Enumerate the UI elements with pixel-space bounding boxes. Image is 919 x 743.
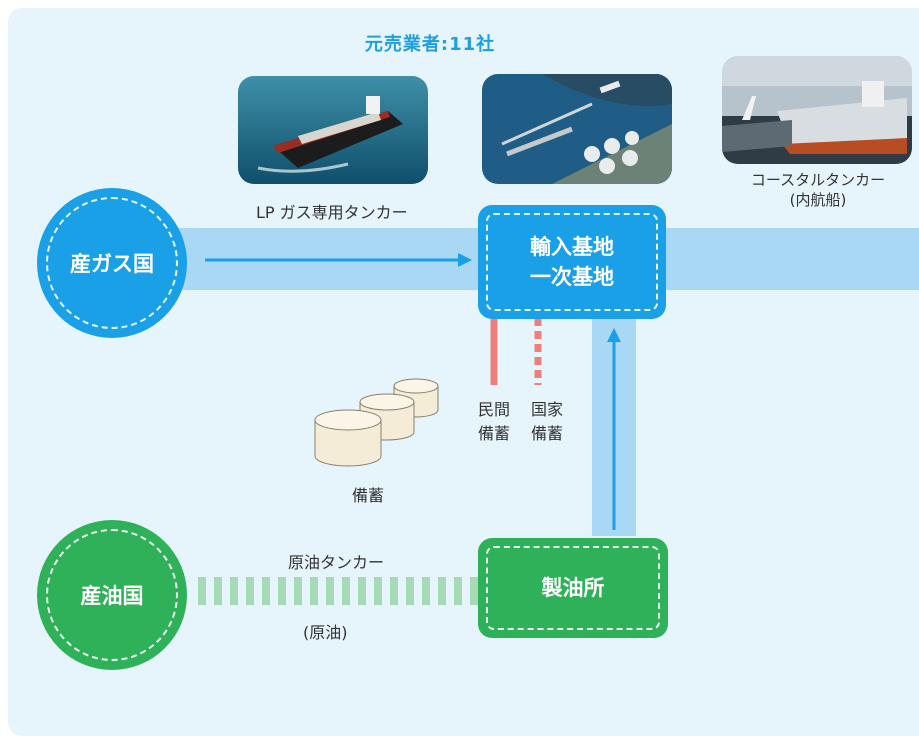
refinery-label: 製油所 [541,576,605,600]
crude-tanker-label: 原油タンカー [288,553,385,572]
oil-country-label: 産油国 [80,584,144,608]
coastal-tanker-photo [722,56,912,164]
diagram-title: 元売業者:11社 [364,34,496,55]
national-reserve-label-line2: 備蓄 [530,424,563,443]
private-reserve-label: 民間 備蓄 [466,398,522,446]
storage-label: 備蓄 [352,486,385,505]
crude-oil-note: (原油) [303,623,348,642]
refinery-import-arrowhead [607,328,621,342]
private-reserve-label-line1: 民間 [477,400,510,419]
import-terminal-photo [482,74,672,184]
gas-producing-country: 産ガス国 [37,188,187,338]
coastal-tanker-label-line1: コースタルタンカー [750,171,886,189]
coastal-tanker-label: コースタルタンカー (内航船) [727,170,909,210]
gas-country-label: 産ガス国 [70,252,154,276]
oil-producing-country: 産油国 [37,520,187,670]
national-reserve-label: 国家 備蓄 [519,398,575,446]
national-reserve-label-line1: 国家 [530,400,563,419]
private-reserve-label-line2: 備蓄 [477,424,510,443]
lpg-tanker-photo [238,76,428,184]
import-primary-base: 輸入基地 一次基地 [478,205,666,319]
lpg-tanker-label: LP ガス専用タンカー [256,203,408,222]
import-base-label-line1: 輸入基地 [530,235,614,259]
refinery: 製油所 [478,538,668,638]
coastal-tanker-label-line2: (内航船) [789,191,847,209]
import-base-label-line2: 一次基地 [530,265,614,289]
storage-tanks-icon [314,378,439,467]
gas-import-arrowhead [458,253,472,267]
